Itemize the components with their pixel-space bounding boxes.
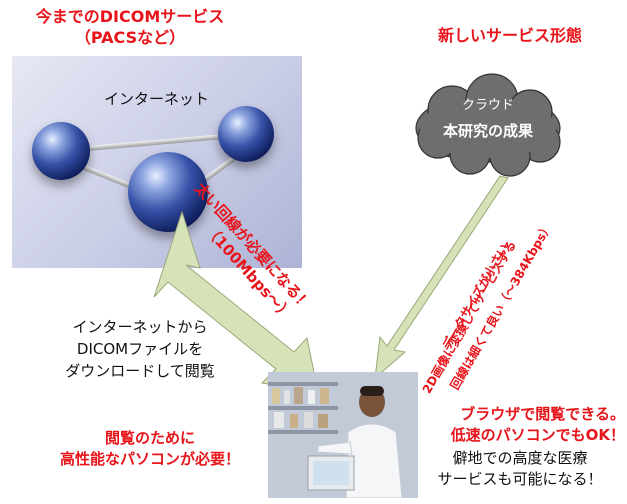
globe-icon — [128, 152, 208, 232]
cloud-sublabel: 本研究の成果 — [442, 122, 533, 140]
legacy-title-line1: 今までのDICOMサービス — [35, 7, 225, 26]
download-line2: DICOMファイルを — [76, 340, 204, 358]
cloud-label: クラウド — [461, 98, 514, 113]
remote-medical-note: 僻地での高度な医療 サービスも可能になる！ — [420, 448, 620, 490]
download-description: インターネットから DICOMファイルを ダウンロードして閲覧 — [30, 316, 250, 382]
remote-line1: 僻地での高度な医療 — [452, 449, 588, 467]
legacy-service-title: 今までのDICOMサービス （PACSなど） — [0, 6, 260, 48]
clinician-photo — [268, 372, 418, 498]
remote-line2: サービスも可能になる！ — [437, 470, 603, 488]
browser-line2: 低速のパソコンでもOK！ — [450, 426, 625, 444]
cloud-node: クラウド 本研究の成果 — [400, 72, 576, 182]
legacy-title-line2: （PACSなど） — [74, 28, 186, 47]
internet-illustration: インターネット — [12, 56, 302, 268]
need-pc-line2: 高性能なパソコンが必要！ — [59, 450, 240, 468]
clinician-illustration — [268, 372, 418, 498]
globe-icon — [218, 106, 274, 162]
new-service-title: 新しいサービス形態 — [437, 26, 582, 45]
browser-viewing-note: ブラウザで閲覧できる。 低速のパソコンでもOK！ — [420, 404, 625, 446]
browser-line1: ブラウザで閲覧できる。 — [460, 405, 625, 423]
need-pc-line1: 閲覧のために — [104, 429, 195, 447]
narrow-bandwidth-arrow — [374, 175, 509, 380]
internet-label: インターネット — [104, 90, 210, 108]
download-line1: インターネットから — [72, 318, 208, 336]
cloud-icon — [415, 73, 561, 177]
download-line3: ダウンロードして閲覧 — [65, 362, 215, 380]
high-spec-pc-required: 閲覧のために 高性能なパソコンが必要！ — [40, 428, 260, 470]
globe-icon — [32, 122, 90, 180]
